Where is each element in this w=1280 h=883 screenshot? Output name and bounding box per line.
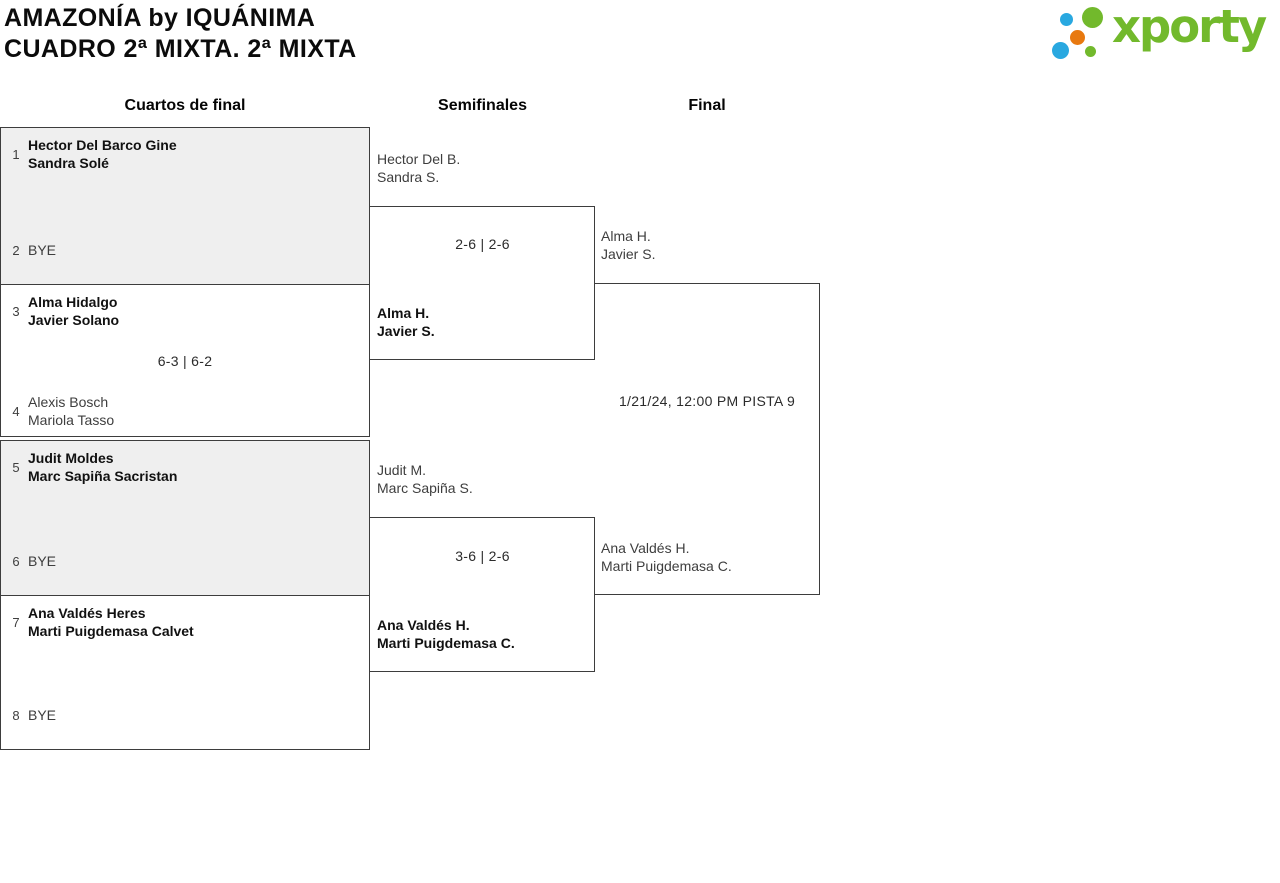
xporty-logo[interactable]: xporty — [1048, 0, 1276, 70]
team-name: Hector Del Barco Gine Sandra Solé — [28, 136, 177, 172]
logo-dot-green-small — [1085, 46, 1096, 57]
seed-number: 1 — [12, 146, 20, 162]
team-slot: 3 Alma Hidalgo Javier Solano — [4, 293, 366, 329]
player-name-line: Alma H. — [377, 305, 430, 321]
player-name-line: Marti Puigdemasa Calvet — [28, 623, 194, 639]
team-name: BYE — [28, 706, 56, 724]
tournament-name: AMAZONÍA by IQUÁNIMA — [4, 4, 316, 32]
seed-number: 3 — [12, 303, 20, 319]
match-score-sf1: 2-6 | 2-6 — [455, 236, 510, 252]
xporty-wordmark: xporty — [1112, 0, 1267, 53]
player-name-line: Javier Solano — [28, 312, 120, 328]
seed-number: 8 — [12, 707, 20, 723]
team-slot: 5 Judit Moldes Marc Sapiña Sacristan — [4, 449, 366, 485]
player-name-line: Javier S. — [601, 246, 656, 262]
match-schedule-final: 1/21/24, 12:00 PM PISTA 9 — [618, 393, 796, 409]
team-name: BYE — [28, 552, 56, 570]
match-box-qf2[interactable]: 3 Alma Hidalgo Javier Solano 6-3 | 6-2 4… — [0, 284, 370, 437]
team-slot: 2 BYE — [4, 241, 366, 259]
match-box-qf4[interactable]: 7 Ana Valdés Heres Marti Puigdemasa Calv… — [0, 595, 370, 750]
player-name-line: Marti Puigdemasa C. — [601, 558, 732, 574]
team-slot: 1 Hector Del Barco Gine Sandra Solé — [4, 136, 366, 172]
player-name-line: BYE — [28, 242, 57, 258]
player-name-line: BYE — [28, 707, 57, 723]
logo-dot-blue-small — [1060, 13, 1073, 26]
player-name-line: Hector Del Barco Gine — [28, 137, 177, 153]
player-name-line: Sandra Solé — [28, 155, 109, 171]
team-slot: 8 BYE — [4, 706, 366, 724]
draw-name: CUADRO 2ª MIXTA. 2ª MIXTA — [4, 35, 357, 63]
player-name-line: Marc Sapiña Sacristan — [28, 468, 178, 484]
player-name-line: Judit M. — [377, 462, 427, 478]
team-name: Judit Moldes Marc Sapiña Sacristan — [28, 449, 177, 485]
page-title: AMAZONÍA by IQUÁNIMA CUADRO 2ª MIXTA. 2ª… — [4, 3, 357, 65]
player-name-line: Alma H. — [601, 228, 651, 244]
seed-number: 7 — [12, 614, 20, 630]
player-name-line: Hector Del B. — [377, 151, 461, 167]
team-label-sf1-bottom: Alma H. Javier S. — [377, 304, 435, 340]
player-name-line: Marti Puigdemasa C. — [377, 635, 515, 651]
match-connector-final[interactable] — [594, 283, 820, 595]
seed-number: 4 — [12, 403, 20, 419]
team-label-final-bottom: Ana Valdés H. Marti Puigdemasa C. — [601, 539, 732, 575]
player-name-line: Ana Valdés H. — [377, 617, 470, 633]
player-name-line: Marc Sapiña S. — [377, 480, 473, 496]
player-name-line: Mariola Tasso — [28, 412, 115, 428]
round-header-final: Final — [688, 97, 726, 114]
match-score-sf2: 3-6 | 2-6 — [455, 548, 510, 564]
match-box-qf3[interactable]: 5 Judit Moldes Marc Sapiña Sacristan 6 B… — [0, 440, 370, 596]
team-label-sf2-bottom: Ana Valdés H. Marti Puigdemasa C. — [377, 616, 515, 652]
player-name-line: Ana Valdés H. — [601, 540, 690, 556]
player-name-line: Javier S. — [377, 323, 435, 339]
match-score: 6-3 | 6-2 — [157, 353, 213, 369]
player-name-line: BYE — [28, 553, 57, 569]
team-label-sf2-top: Judit M. Marc Sapiña S. — [377, 461, 473, 497]
match-box-qf1[interactable]: 1 Hector Del Barco Gine Sandra Solé 2 BY… — [0, 127, 370, 285]
player-name-line: Ana Valdés Heres — [28, 605, 146, 621]
round-header-semifinals: Semifinales — [438, 97, 527, 114]
team-name: BYE — [28, 241, 56, 259]
logo-dot-green-large — [1082, 7, 1103, 28]
player-name-line: Judit Moldes — [28, 450, 114, 466]
team-name: Alma Hidalgo Javier Solano — [28, 293, 119, 329]
seed-number: 2 — [12, 242, 20, 258]
team-name: Ana Valdés Heres Marti Puigdemasa Calvet — [28, 604, 194, 640]
player-name-line: Sandra S. — [377, 169, 440, 185]
player-name-line: Alma Hidalgo — [28, 294, 118, 310]
player-name-line: Alexis Bosch — [28, 394, 109, 410]
team-slot: 7 Ana Valdés Heres Marti Puigdemasa Calv… — [4, 604, 366, 640]
team-label-final-top: Alma H. Javier S. — [601, 227, 655, 263]
team-label-sf1-top: Hector Del B. Sandra S. — [377, 150, 460, 186]
team-name: Alexis Bosch Mariola Tasso — [28, 393, 114, 429]
seed-number: 6 — [12, 553, 20, 569]
team-slot: 6 BYE — [4, 552, 366, 570]
logo-dot-blue-large — [1052, 42, 1069, 59]
logo-dot-orange — [1070, 30, 1085, 45]
round-header-quarterfinals: Cuartos de final — [124, 97, 246, 114]
team-slot: 4 Alexis Bosch Mariola Tasso — [4, 393, 366, 429]
seed-number: 5 — [12, 459, 20, 475]
